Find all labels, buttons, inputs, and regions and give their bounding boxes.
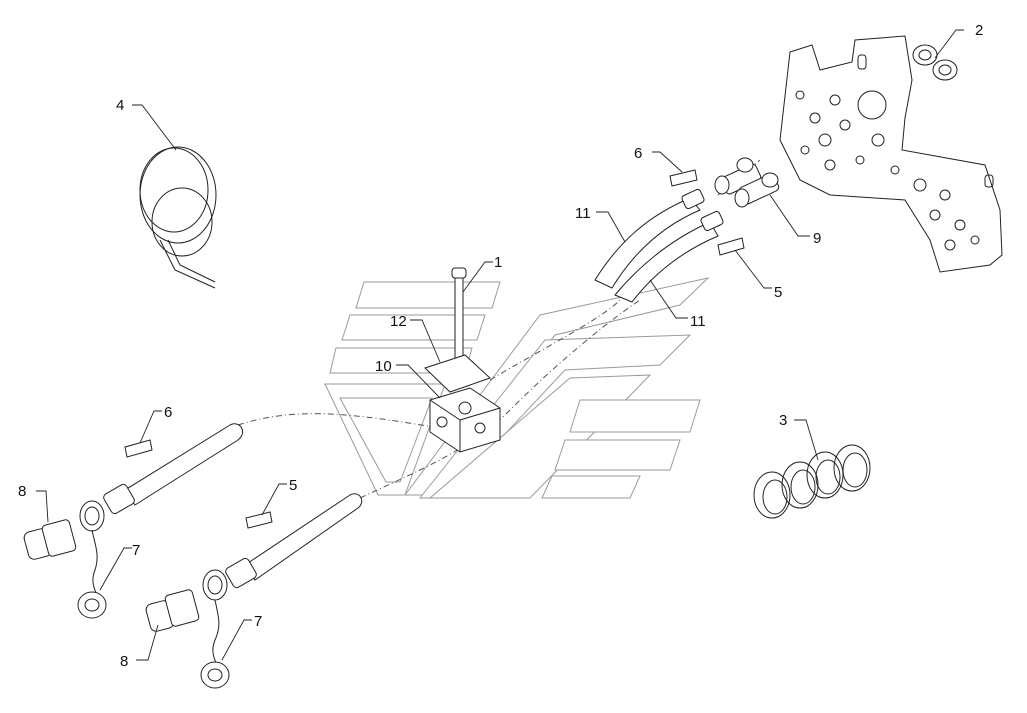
hose-tags bbox=[124, 169, 745, 529]
hose-lower-left bbox=[103, 423, 243, 515]
callout-8-left: 8 bbox=[18, 483, 26, 500]
callout-5-lower: 5 bbox=[289, 477, 297, 494]
callout-5-upper: 5 bbox=[774, 284, 782, 301]
callout-2: 2 bbox=[975, 22, 983, 39]
callout-12: 12 bbox=[390, 313, 407, 330]
callout-6-lower: 6 bbox=[164, 404, 172, 421]
callout-1: 1 bbox=[494, 254, 502, 271]
dust-cap-left bbox=[77, 529, 107, 619]
callout-9: 9 bbox=[813, 230, 821, 247]
dust-cap-right bbox=[200, 599, 230, 689]
callout-4: 4 bbox=[116, 97, 124, 114]
callout-10: 10 bbox=[375, 358, 392, 375]
clamp-plate bbox=[424, 354, 491, 393]
mounting-plate bbox=[779, 35, 1003, 273]
hoses-upper bbox=[594, 188, 724, 303]
cable-tie-coil bbox=[139, 146, 217, 289]
callout-6-upper: 6 bbox=[634, 145, 642, 162]
circlips bbox=[753, 444, 871, 519]
dust-caps bbox=[912, 44, 958, 81]
coupler-lower-right bbox=[145, 569, 228, 632]
callout-11-upper: 11 bbox=[575, 205, 591, 222]
callout-7-right: 7 bbox=[254, 613, 262, 630]
callout-8-right: 8 bbox=[120, 653, 128, 670]
leader-lines bbox=[36, 29, 964, 661]
callout-3: 3 bbox=[779, 412, 787, 429]
hose-lower-right bbox=[225, 493, 363, 589]
hose-clamp bbox=[429, 387, 501, 453]
couplers-top bbox=[714, 157, 780, 208]
background-logo bbox=[324, 277, 710, 499]
coupler-lower-left bbox=[23, 500, 105, 560]
callout-7-left: 7 bbox=[132, 542, 140, 559]
callouts: 1 2 3 4 5 5 6 6 7 7 8 8 9 10 11 11 12 bbox=[18, 22, 983, 670]
callout-11-lower: 11 bbox=[690, 313, 706, 330]
